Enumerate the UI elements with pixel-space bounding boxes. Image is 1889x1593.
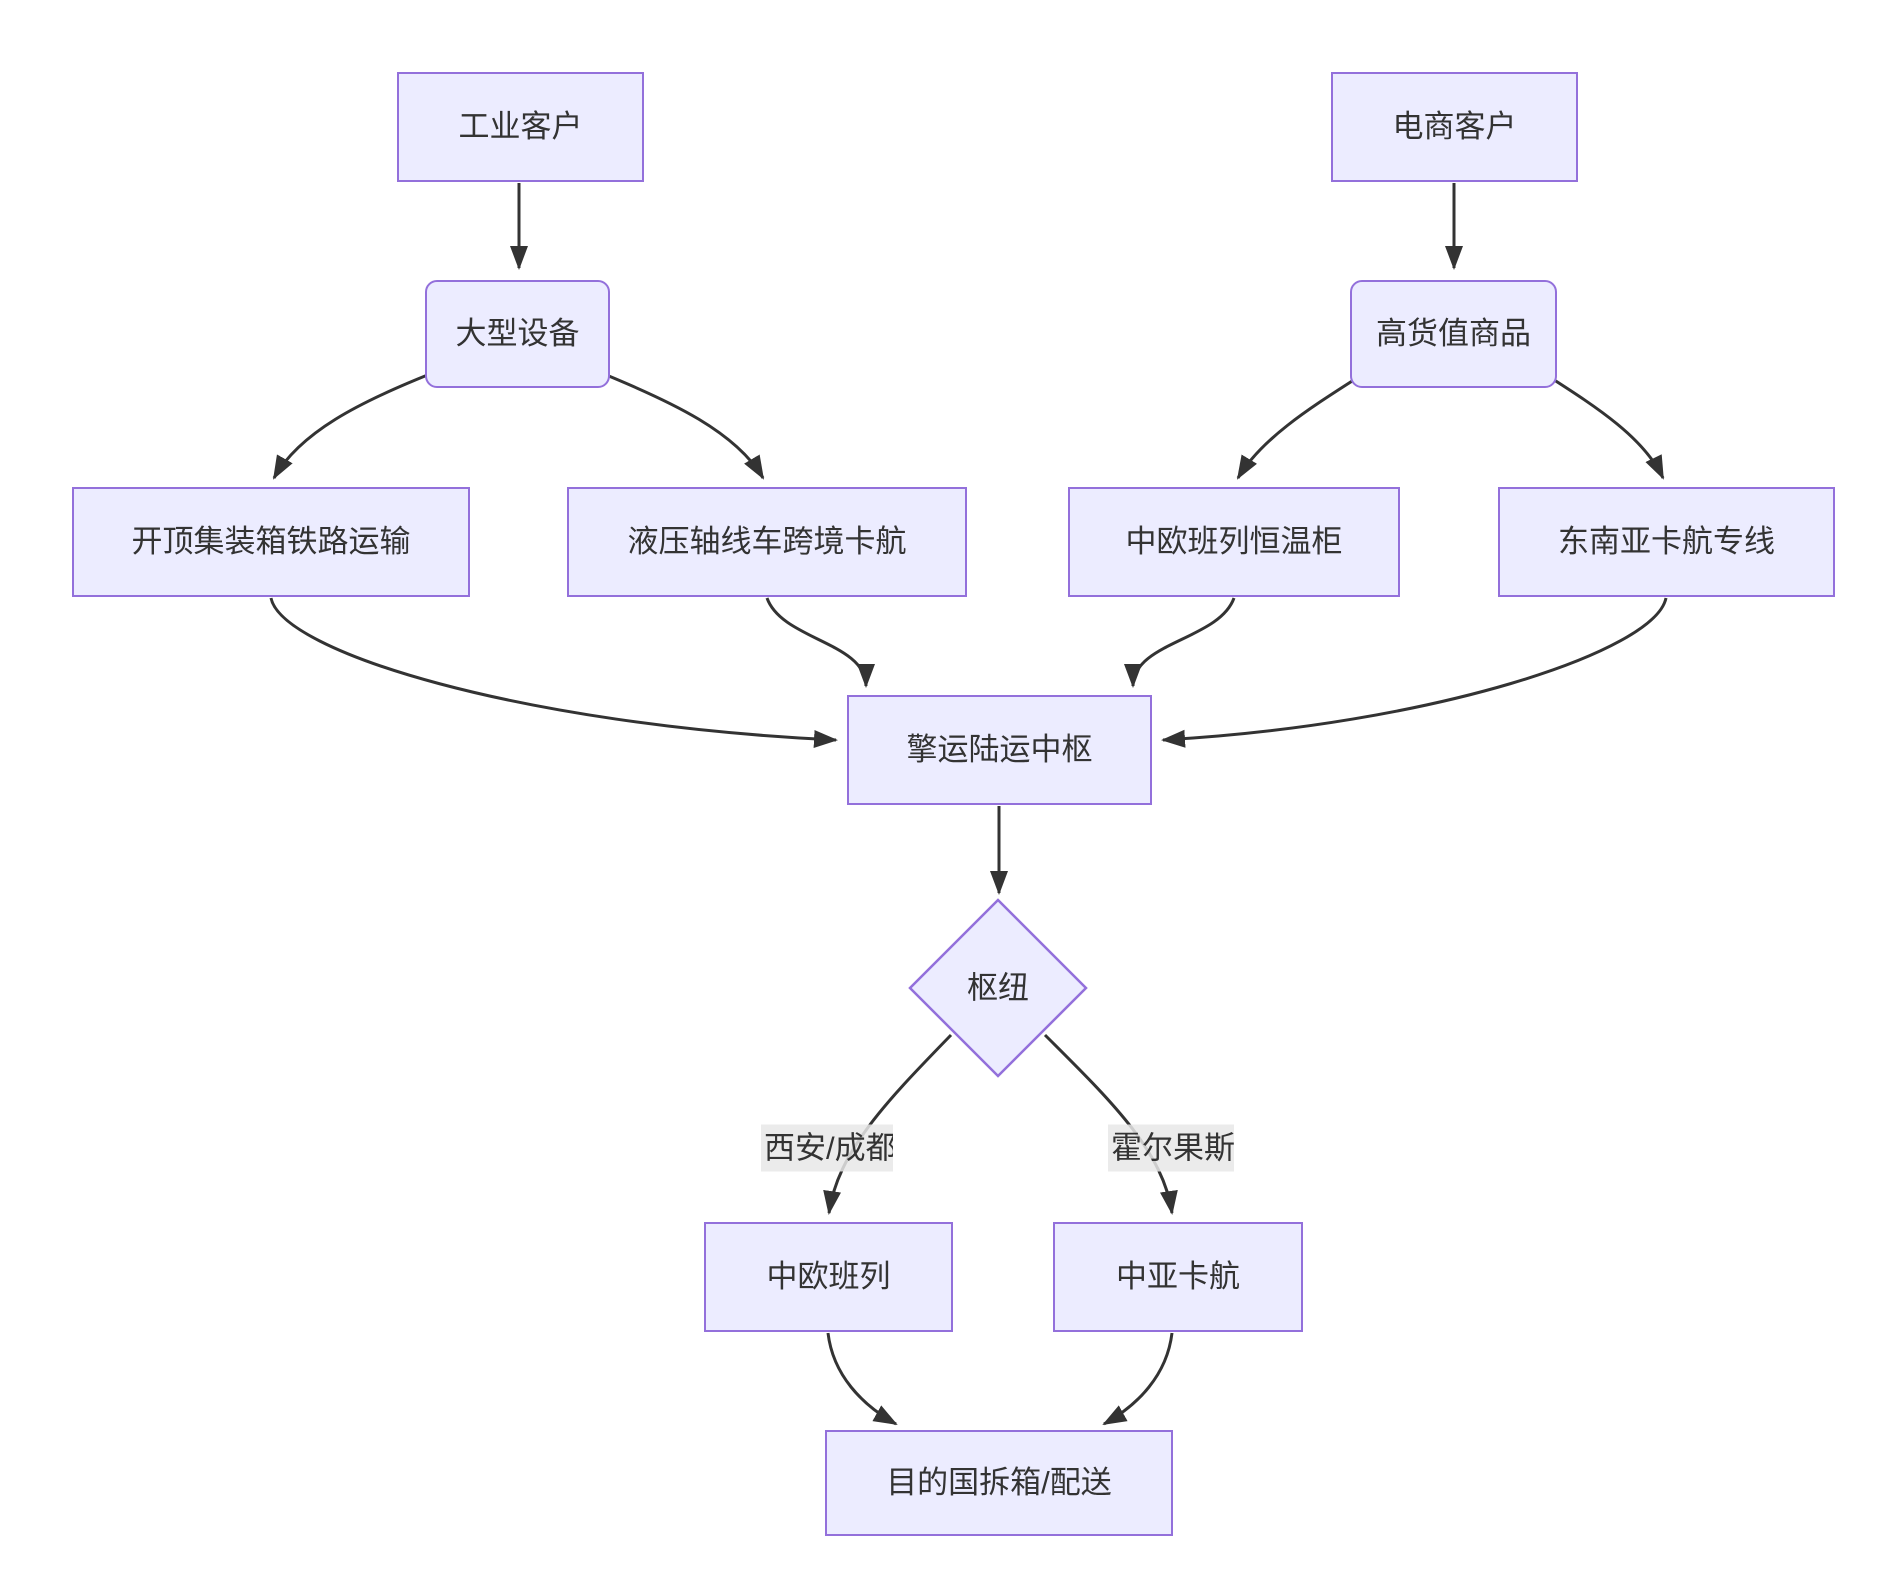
edge-ceu-rail-to-destination [826, 1332, 898, 1426]
edge-decision-to-ca-truck [1043, 1033, 1178, 1215]
node-high-value-goods-label: 高货值商品 [1376, 316, 1531, 352]
node-hub-decision-label: 枢纽 [967, 970, 1029, 1006]
node-hydraulic-axle-truck: 液压轴线车跨境卡航 [567, 487, 967, 597]
node-central-asia-truck-label: 中亚卡航 [1116, 1259, 1240, 1295]
edge-label-xian-chengdu: 西安/成都 [761, 1124, 893, 1172]
node-high-value-goods: 高货值商品 [1350, 280, 1557, 388]
edge-equipment-to-opentop-rail [272, 372, 431, 480]
node-hub-decision: 枢纽 [967, 969, 1029, 1006]
edge-reefer-rail-to-hub [1124, 597, 1236, 688]
edge-decision-to-ceu-rail [823, 1033, 953, 1215]
node-central-asia-truck: 中亚卡航 [1053, 1222, 1303, 1332]
node-hydraulic-axle-truck-label: 液压轴线车跨境卡航 [627, 524, 907, 560]
node-land-transport-hub-label: 擎运陆运中枢 [906, 732, 1093, 768]
node-ceu-rail-express: 中欧班列 [704, 1222, 953, 1332]
node-ceu-rail-express-label: 中欧班列 [766, 1259, 891, 1295]
node-ceu-rail-reefer: 中欧班列恒温柜 [1068, 487, 1400, 597]
edge-opentop-rail-to-hub [269, 597, 838, 748]
node-ecommerce-customer-label: 电商客户 [1392, 109, 1517, 145]
node-opentop-container-rail-label: 开顶集装箱铁路运输 [131, 524, 411, 560]
node-large-equipment: 大型设备 [425, 280, 610, 388]
node-destination-devanning-delivery-label: 目的国拆箱/配送 [886, 1465, 1112, 1501]
node-destination-devanning-delivery: 目的国拆箱/配送 [825, 1430, 1173, 1536]
edge-highvalue-to-reefer-rail [1236, 374, 1361, 480]
node-industrial-customer: 工业客户 [397, 72, 644, 182]
edge-ca-truck-to-destination [1102, 1332, 1174, 1426]
edge-hydraulic-truck-to-hub [765, 597, 875, 688]
node-se-asia-truck-line: 东南亚卡航专线 [1498, 487, 1835, 597]
edge-label-khorgos: 霍尔果斯 [1108, 1124, 1234, 1172]
node-ceu-rail-reefer-label: 中欧班列恒温柜 [1125, 524, 1343, 560]
node-hub-decision-shape [908, 898, 1088, 1078]
node-large-equipment-label: 大型设备 [455, 316, 580, 352]
edge-equipment-to-hydraulic-truck [603, 372, 765, 480]
node-ecommerce-customer: 电商客户 [1331, 72, 1578, 182]
node-se-asia-truck-line-label: 东南亚卡航专线 [1558, 524, 1775, 560]
edge-se-asia-line-to-hub [1161, 597, 1668, 748]
edge-highvalue-to-se-asia-line [1547, 374, 1665, 480]
node-industrial-customer-label: 工业客户 [458, 109, 583, 145]
node-opentop-container-rail: 开顶集装箱铁路运输 [72, 487, 470, 597]
node-land-transport-hub: 擎运陆运中枢 [847, 695, 1152, 805]
